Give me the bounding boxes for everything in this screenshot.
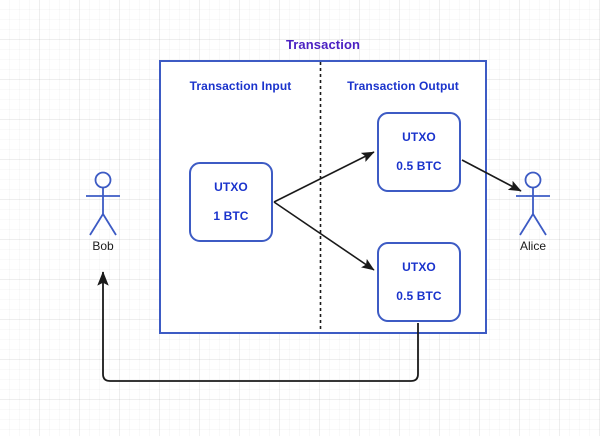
utxo-node-output-2[interactable]: UTXO 0.5 BTC bbox=[377, 242, 461, 322]
stick-figure-bob bbox=[86, 171, 120, 236]
actor-label-alice: Alice bbox=[519, 239, 546, 253]
actor-label-bob: Bob bbox=[92, 239, 114, 253]
utxo-output-1-amount: 0.5 BTC bbox=[396, 158, 442, 173]
utxo-output-2-title: UTXO bbox=[402, 260, 436, 275]
utxo-input-amount: 1 BTC bbox=[213, 208, 249, 223]
transaction-input-header: Transaction Input bbox=[189, 79, 292, 93]
utxo-node-input[interactable]: UTXO 1 BTC bbox=[189, 162, 273, 242]
utxo-output-1-title: UTXO bbox=[402, 130, 436, 145]
utxo-output-2-amount: 0.5 BTC bbox=[396, 288, 442, 303]
utxo-input-title: UTXO bbox=[214, 180, 248, 195]
utxo-node-output-1[interactable]: UTXO 0.5 BTC bbox=[377, 112, 461, 192]
stick-figure-alice bbox=[516, 171, 550, 236]
transaction-output-header: Transaction Output bbox=[347, 79, 459, 93]
page-title: Transaction bbox=[285, 37, 361, 52]
